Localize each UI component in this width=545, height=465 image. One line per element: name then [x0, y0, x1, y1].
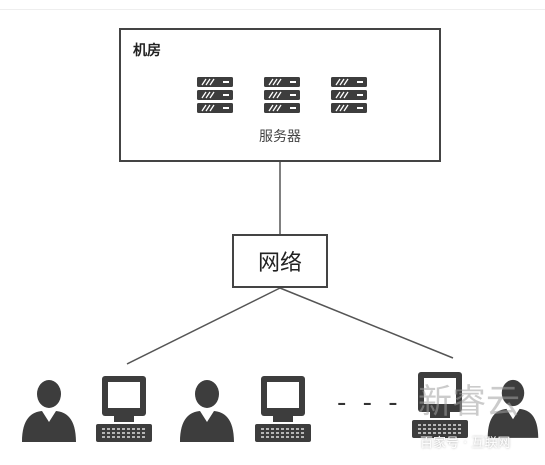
server-rack-icon: [264, 77, 300, 113]
user-icon: [487, 379, 539, 438]
top-divider: [0, 9, 545, 10]
desktop-computer-icon: [96, 376, 152, 442]
desktop-computer-icon: [412, 372, 468, 438]
server-rack-icon: [331, 77, 367, 113]
network-box: 网络: [232, 234, 328, 288]
user-icon: [22, 380, 76, 442]
watermark-source-text: 百家号 · 互联网: [420, 436, 511, 451]
network-to-left-line: [126, 287, 281, 365]
room-title: 机房: [133, 43, 161, 59]
desktop-computer-icon: [255, 376, 311, 442]
network-label: 网络: [257, 251, 302, 276]
network-to-right-line: [279, 287, 454, 359]
user-icon: [180, 380, 234, 442]
watermark-logo-text: 新睿云: [418, 382, 520, 422]
server-room-box: 机房 服务器: [119, 28, 441, 162]
server-label: 服务器: [259, 129, 301, 145]
more-clients-ellipsis: - - -: [337, 388, 402, 418]
server-rack-icon: [197, 77, 233, 113]
